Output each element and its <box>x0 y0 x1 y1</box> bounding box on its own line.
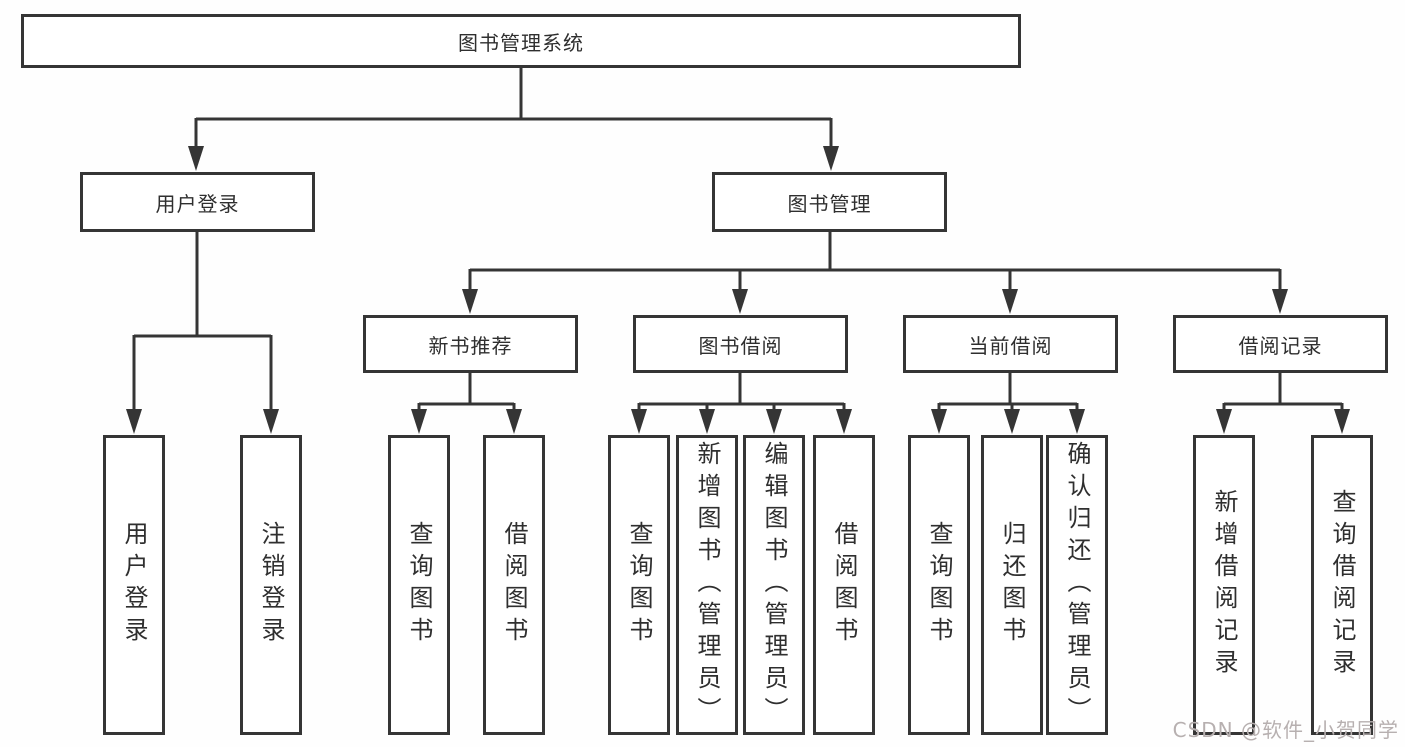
leaf-query-book-recommend: 查询图书 <box>388 435 450 735</box>
leaf-user-login-label: 用户登录 <box>120 521 148 649</box>
leaf-query-book-recommend-label: 查询图书 <box>405 521 433 649</box>
node-current-borrow-label: 当前借阅 <box>968 333 1053 358</box>
node-book-borrow: 图书借阅 <box>633 315 848 373</box>
leaf-add-borrow-record: 新增借阅记录 <box>1193 435 1255 735</box>
leaf-logout-label: 注销登录 <box>257 521 285 649</box>
leaf-edit-book-admin-label: 编辑图书（管理员） <box>760 441 788 729</box>
node-new-book-recommend: 新书推荐 <box>363 315 578 373</box>
leaf-borrow-book-borrow-label: 借阅图书 <box>830 521 858 649</box>
node-root: 图书管理系统 <box>21 14 1021 68</box>
node-borrow-record: 借阅记录 <box>1173 315 1388 373</box>
leaf-return-book: 归还图书 <box>981 435 1043 735</box>
node-borrow-record-label: 借阅记录 <box>1238 333 1323 358</box>
node-book-borrow-label: 图书借阅 <box>698 333 783 358</box>
node-new-book-recommend-label: 新书推荐 <box>428 333 513 358</box>
leaf-query-book-borrow: 查询图书 <box>608 435 670 735</box>
leaf-query-book-current: 查询图书 <box>908 435 970 735</box>
leaf-query-book-borrow-label: 查询图书 <box>625 521 653 649</box>
leaf-add-borrow-record-label: 新增借阅记录 <box>1210 489 1238 681</box>
leaf-borrow-book-recommend-label: 借阅图书 <box>500 521 528 649</box>
leaf-query-borrow-record-label: 查询借阅记录 <box>1328 489 1356 681</box>
leaf-logout: 注销登录 <box>240 435 302 735</box>
leaf-borrow-book-recommend: 借阅图书 <box>483 435 545 735</box>
node-current-borrow: 当前借阅 <box>903 315 1118 373</box>
node-user-login: 用户登录 <box>80 172 315 232</box>
node-book-management: 图书管理 <box>712 172 947 232</box>
node-user-login-label: 用户登录 <box>155 191 240 216</box>
leaf-add-book-admin: 新增图书（管理员） <box>676 435 738 735</box>
leaf-confirm-return-admin-label: 确认归还（管理员） <box>1063 441 1091 729</box>
leaf-return-book-label: 归还图书 <box>998 521 1026 649</box>
leaf-add-book-admin-label: 新增图书（管理员） <box>693 441 721 729</box>
node-root-label: 图书管理系统 <box>458 30 584 55</box>
leaf-borrow-book-borrow: 借阅图书 <box>813 435 875 735</box>
leaf-query-book-current-label: 查询图书 <box>925 521 953 649</box>
leaf-confirm-return-admin: 确认归还（管理员） <box>1046 435 1108 735</box>
node-book-management-label: 图书管理 <box>787 191 872 216</box>
leaf-query-borrow-record: 查询借阅记录 <box>1311 435 1373 735</box>
leaf-edit-book-admin: 编辑图书（管理员） <box>743 435 805 735</box>
leaf-user-login: 用户登录 <box>103 435 165 735</box>
